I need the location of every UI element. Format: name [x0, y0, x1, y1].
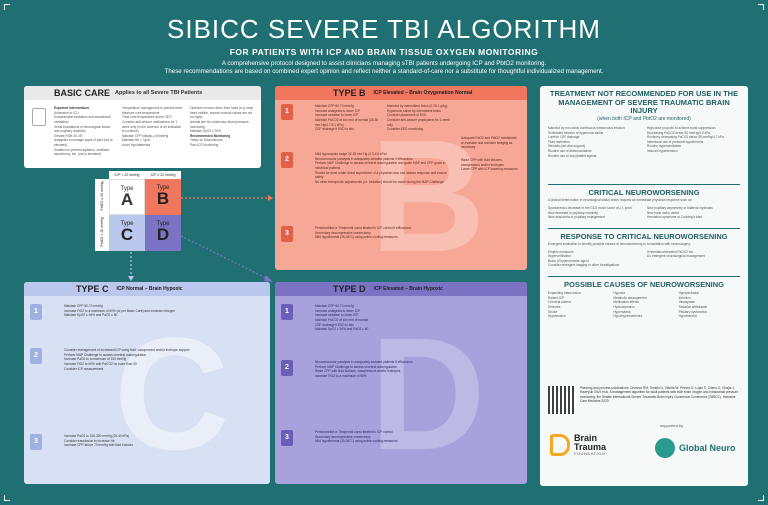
basic-care-col-1: Expected Interventions Admission to ICU …	[54, 106, 113, 157]
type-b-panel: B TYPE B ICP Elevated – Brain Oxygenatio…	[275, 86, 527, 270]
type-c-panel: C TYPE C ICP Normal – Brain Hypoxic 1 Ma…	[24, 282, 270, 484]
poster-header: SIBICC SEVERE TBI ALGORITHM FOR PATIENTS…	[0, 0, 768, 84]
right-info-column: TREATMENT NOT RECOMMENDED FOR USE IN THE…	[540, 86, 748, 486]
type-b-tier-3-badge: 3	[281, 226, 293, 242]
type-c-tier-2-list: Consider management of increased ICP usi…	[64, 348, 190, 371]
arrow-to-type-c	[128, 276, 134, 281]
treatment-not-recommended-lists: Mannitol by non-bolus continuous intrave…	[540, 122, 748, 162]
type-b-tier-2-list: Mild hypocapnia range 32-35 mm Hg (4.3-4…	[315, 152, 447, 184]
type-c-watermark: C	[114, 304, 230, 483]
response-lists: Empiric measures Hyperventilation Bolus …	[548, 249, 705, 268]
type-b-tier-3-list: Pentobarbital or Thiopental coma titrate…	[315, 226, 412, 240]
critical-neuroworsening-title: CRITICAL NEUROWORSENING	[588, 188, 700, 198]
type-b-tier-1-list: Maintain CPP 60-70 mmHg Increase analges…	[315, 104, 379, 132]
references-text: Planning and process publications: Chesn…	[580, 386, 739, 404]
treatment-not-right-list: High-dose propofol to achieve burst supp…	[647, 125, 724, 154]
treatment-not-recommended-subtitle: (when both ICP and PbtO2 are monitored)	[597, 115, 691, 122]
basic-care-header: BASIC CARE Applies to all Severe TBI Pat…	[24, 86, 261, 100]
type-d-panel: D TYPE D ICP Elevated – Brain Hypoxic 1 …	[275, 282, 527, 484]
type-b-side-notes: Adequate PaO2 and PbtO2 maintained; re-e…	[461, 136, 518, 172]
crop-mark	[4, 495, 10, 501]
type-b-label: ICP Elevated – Brain Oxygenation Normal	[373, 90, 473, 96]
type-d-tier-3-badge: 3	[281, 430, 293, 446]
critical-neuroworsening-text: A clinical deterioration in neurological…	[548, 198, 693, 203]
type-d-tier-1-badge: 1	[281, 304, 293, 320]
type-c-title: TYPE C	[76, 284, 109, 294]
divider	[548, 276, 740, 278]
critical-neuroworsening-lists: Spontaneous decrease in the GCS motor sc…	[548, 206, 713, 220]
basic-care-col-2: Temperature management to prevent fever …	[122, 106, 183, 148]
type-c-tier-3-list: Increase PaO2 to 150-300 mmHg (20-40 kPa…	[64, 434, 134, 448]
crop-mark	[4, 4, 10, 10]
type-d-header: TYPE D ICP Elevated – Brain Hypoxic	[275, 282, 527, 296]
crop-mark	[758, 495, 764, 501]
arrow-to-type-b	[268, 195, 273, 201]
type-b-title: TYPE B	[333, 88, 366, 98]
basic-care-col-3: Optimize venous return from head (e.g. k…	[190, 106, 254, 148]
treatment-not-left-list: Mannitol by non-bolus continuous intrave…	[548, 125, 625, 158]
qr-code[interactable]	[548, 386, 576, 414]
type-d-title: TYPE D	[333, 284, 366, 294]
pbto2-high-label-box: PbtO2 ≥ 20 mmHg	[95, 179, 109, 215]
checklist-icon	[32, 108, 46, 126]
globe-icon	[655, 438, 675, 458]
type-c-tier-3-badge: 3	[30, 434, 42, 450]
quadrant-type-c[interactable]: Type C	[109, 215, 145, 251]
icp-high-label: ICP ≥ 22 mmHg	[145, 171, 181, 179]
type-b-tier-1-badge: 1	[281, 104, 293, 120]
type-quadrant-grid: ICP < 22 mmHg ICP ≥ 22 mmHg PbtO2 ≥ 20 m…	[95, 171, 181, 251]
type-b-watermark: B	[370, 106, 486, 270]
basic-care-title: BASIC CARE	[54, 88, 111, 98]
supported-by-label: supported by	[660, 423, 684, 428]
divider	[548, 184, 740, 186]
brain-trauma-logo: Brain Trauma FOUNDATION	[550, 434, 606, 456]
type-c-tier-1-list: Maintain CPP 60-70 mmHg Increase FiO2 to…	[64, 304, 176, 318]
divider	[548, 227, 740, 229]
crop-mark	[758, 4, 764, 10]
type-d-watermark: D	[370, 304, 486, 483]
quadrant-type-a[interactable]: Type A	[109, 179, 145, 215]
type-c-header: TYPE C ICP Normal – Brain Hypoxic	[24, 282, 270, 296]
response-title: RESPONSE TO CRITICAL NEUROWORSENING	[560, 231, 728, 241]
page-title: SIBICC SEVERE TBI ALGORITHM	[167, 14, 601, 44]
global-neuro-logo: Global Neuro	[655, 438, 736, 458]
connector-to-type-d	[180, 235, 269, 280]
response-text: Emergent evaluation to identify possible…	[548, 241, 691, 246]
type-c-tier-1-badge: 1	[30, 304, 42, 320]
page-subtitle: FOR PATIENTS WITH ICP AND BRAIN TISSUE O…	[229, 47, 539, 57]
type-b-tier-2-badge: 2	[281, 152, 293, 168]
type-d-tier-2-list: Neuromuscular paralysis in adequately se…	[315, 360, 413, 378]
type-b-tier-1-list-b: Mannitol by intermittent bolus (0.25-1 g…	[387, 104, 450, 132]
possible-causes-lists: Expanding mass lesion Raised ICP Cerebra…	[548, 291, 708, 319]
possible-causes-title: POSSIBLE CAUSES OF NEUROWORSENING	[563, 280, 725, 290]
type-d-tier-3-list: Pentobarbital or Thiopental coma titrate…	[315, 430, 398, 444]
type-d-tier-2-badge: 2	[281, 360, 293, 376]
pbto2-low-label-box: PbtO2 < 20 mmHg	[95, 215, 109, 251]
brain-trauma-logo-icon	[550, 434, 570, 456]
basic-care-subtitle: Applies to all Severe TBI Patients	[115, 90, 203, 96]
type-c-label: ICP Normal – Brain Hypoxic	[116, 286, 183, 292]
treatment-not-recommended-title: TREATMENT NOT RECOMMENDED FOR USE IN THE…	[549, 89, 739, 116]
type-d-label: ICP Elevated – Brain Hypoxic	[373, 286, 443, 292]
type-c-tier-2-badge: 2	[30, 348, 42, 364]
icp-low-label: ICP < 22 mmHg	[109, 171, 145, 179]
type-b-header: TYPE B ICP Elevated – Brain Oxygenation …	[275, 86, 527, 100]
arrow-to-type-d	[264, 275, 273, 282]
quadrant-type-b[interactable]: Type B	[145, 179, 181, 215]
type-d-tier-1-list: Maintain CPP 60-70 mmHg Increase analges…	[315, 304, 369, 332]
page-description: A comprehensive protocol designed to ass…	[164, 60, 604, 76]
quadrant-type-d[interactable]: Type D	[145, 215, 181, 251]
basic-care-card: BASIC CARE Applies to all Severe TBI Pat…	[24, 86, 261, 168]
